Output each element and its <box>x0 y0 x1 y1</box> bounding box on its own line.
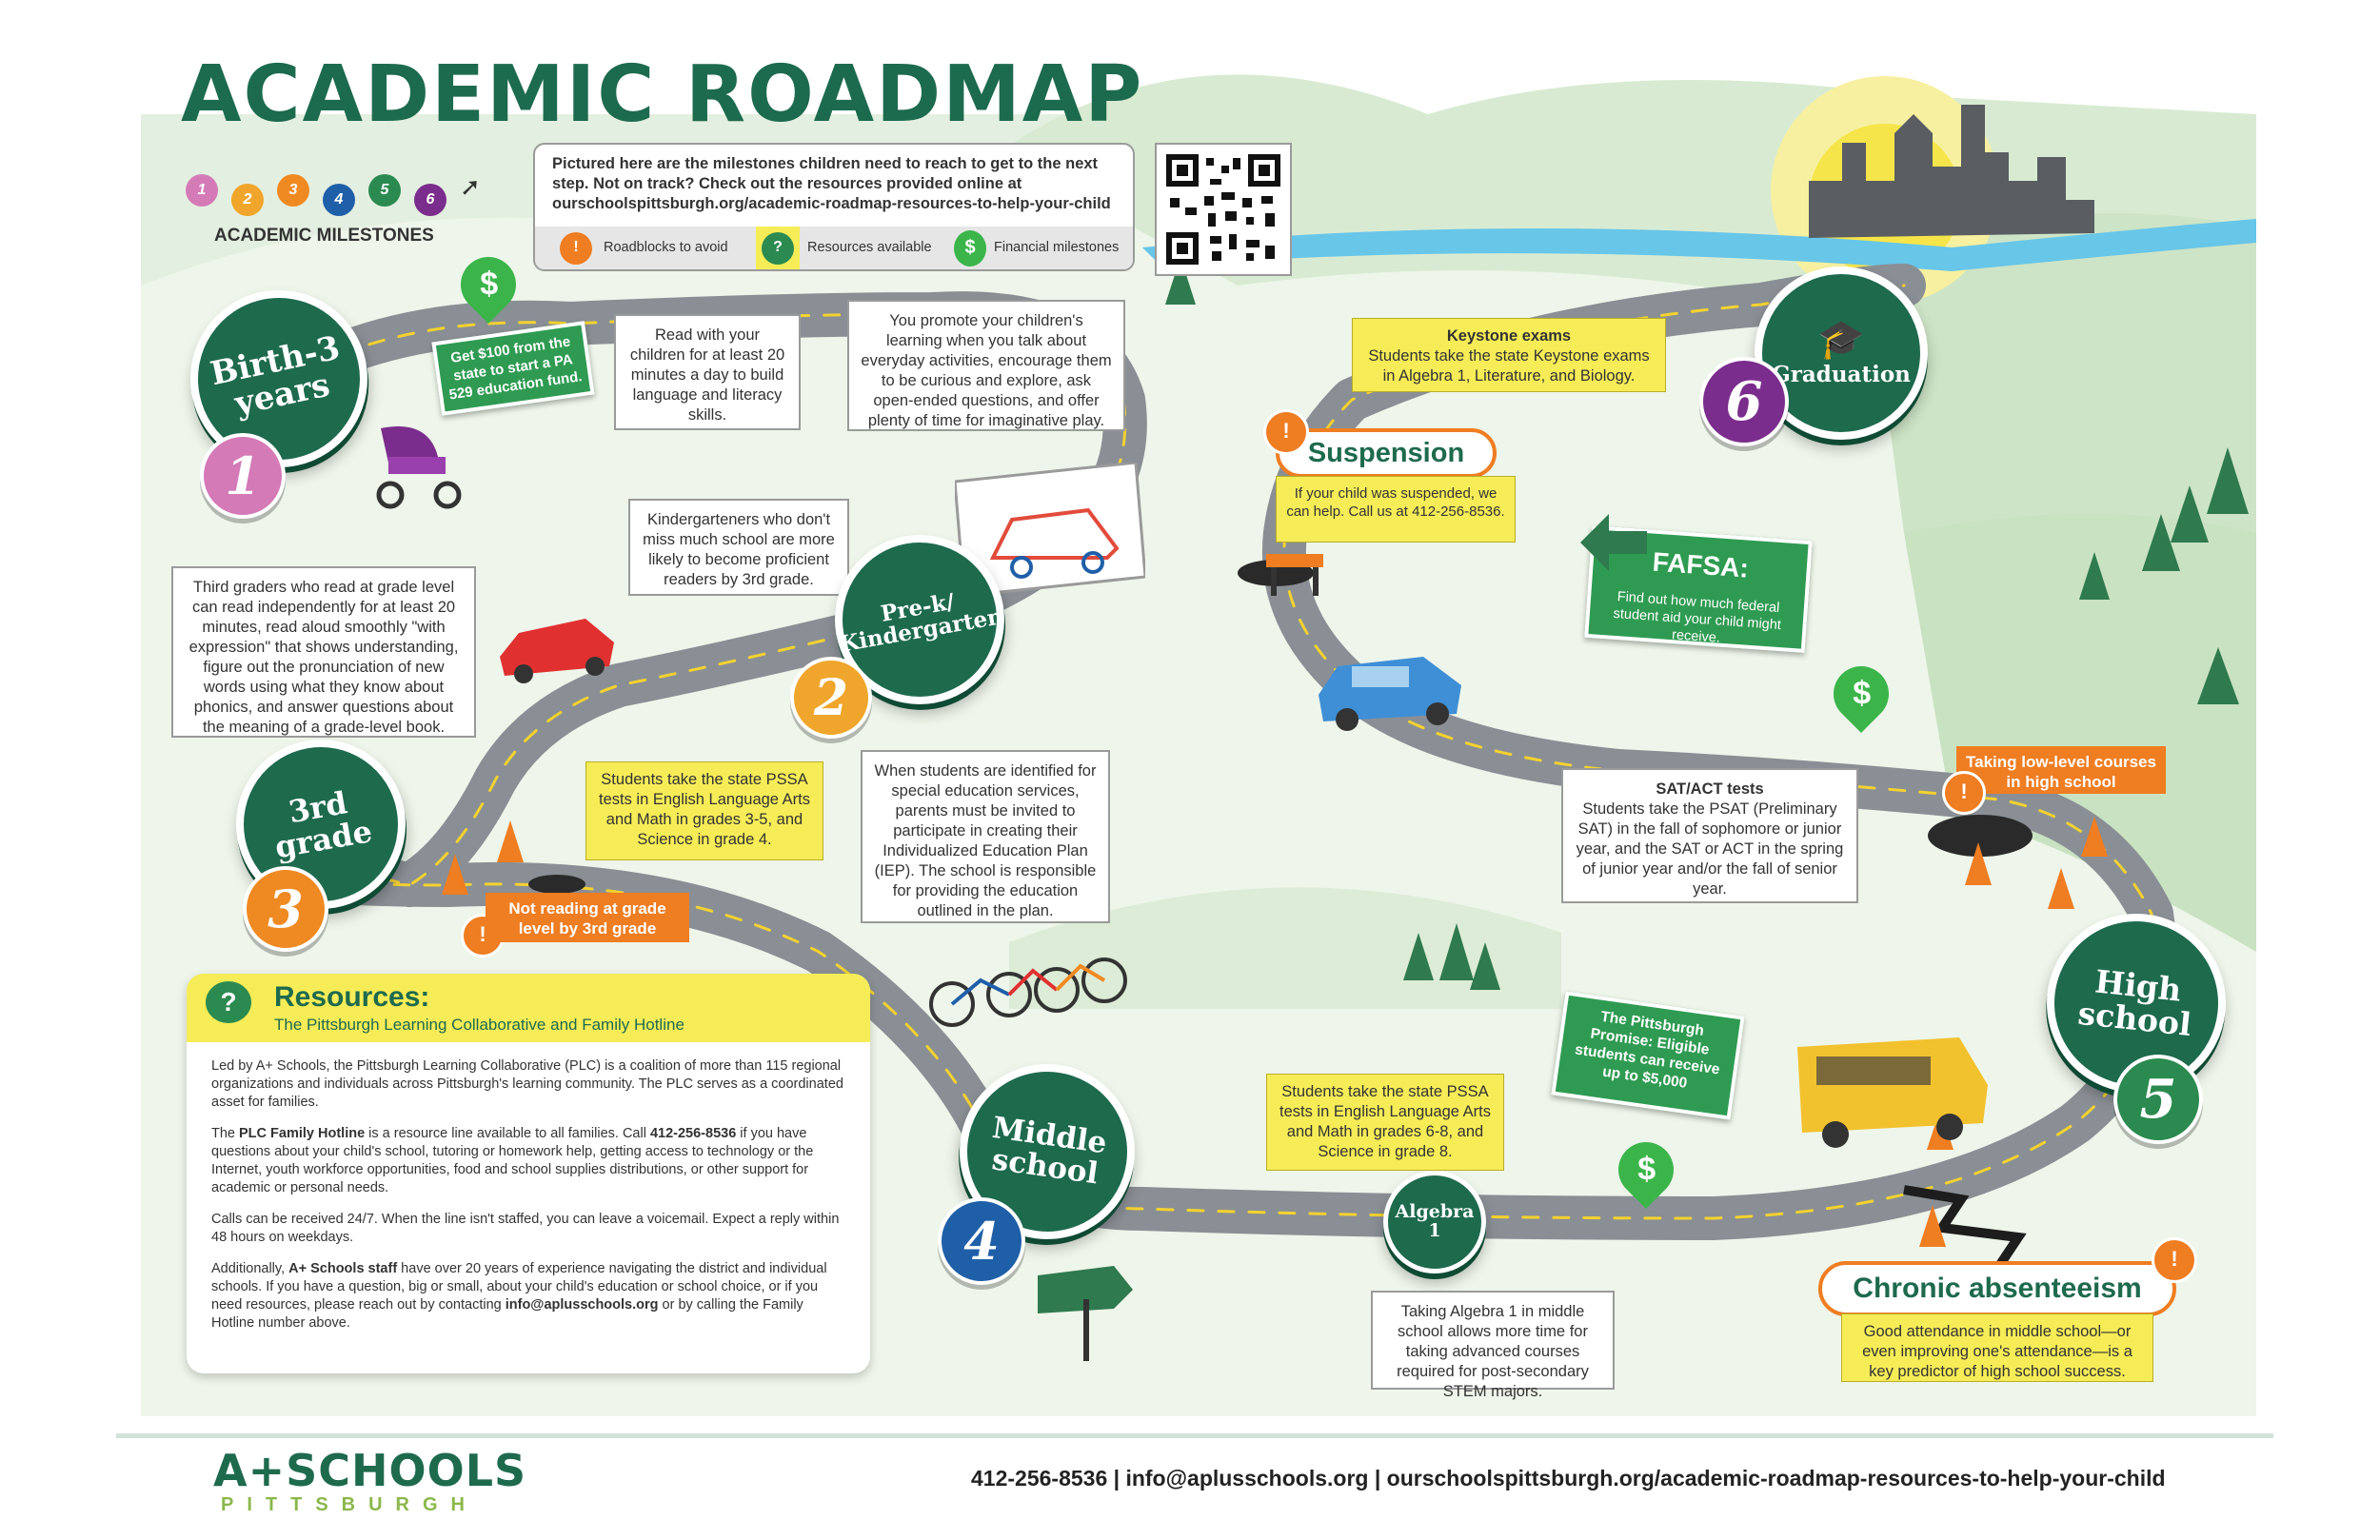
warning-icon: ! <box>1942 771 1986 815</box>
pothole-third <box>528 875 585 894</box>
resources-title: Resources: <box>274 981 430 1013</box>
milestone-legend: 1 2 3 4 5 6 ➚ <box>176 167 519 243</box>
warning-icon: ! <box>2152 1237 2197 1283</box>
intro-legend-row: ! Roadblocks to avoid ? Resources availa… <box>535 227 1133 269</box>
milestone-algebra-1: Algebra 1 <box>1383 1171 1486 1273</box>
fafsa-title: FAFSA: <box>1651 546 1750 583</box>
roadblock-low-level-courses: Taking low-level courses in high school <box>1956 746 2166 794</box>
dollar-icon: $ <box>1636 1151 1656 1188</box>
intro-box: Pictured here are the milestones childre… <box>533 143 1135 271</box>
graduation-cap-icon: 🎓 <box>1817 316 1865 362</box>
milestone-number-1: 1 <box>200 433 286 519</box>
milestone-number-5: 5 <box>2113 1055 2203 1144</box>
qr-code-icon <box>1166 154 1280 265</box>
resources-header: ? Resources: The Pittsburgh Learning Col… <box>187 974 870 1042</box>
arrow-back-icon <box>1580 514 1647 571</box>
dollar-icon: $ <box>954 230 986 267</box>
school-bus-icon <box>1797 1037 1988 1148</box>
legend-roadblocks: Roadblocks to avoid <box>604 240 728 255</box>
warning-icon: ! <box>560 232 592 265</box>
roadblock-not-reading: Not reading at grade level by 3rd grade <box>486 893 689 942</box>
legend-dot-2: 2 <box>231 184 264 216</box>
river <box>1142 219 2256 271</box>
resources-para-2: The PLC Family Hotline is a resource lin… <box>211 1126 814 1195</box>
legend-dot-3: 3 <box>277 174 309 207</box>
resources-body: Led by A+ Schools, the Pittsburgh Learni… <box>187 1042 870 1361</box>
graduation-label: Graduation <box>1772 361 1911 387</box>
milestone-number-6: 6 <box>1699 357 1789 446</box>
resources-para-3: Calls can be received 24/7. When the lin… <box>211 1212 840 1245</box>
footer-divider <box>116 1433 2273 1438</box>
legend-dot-1: 1 <box>186 174 218 207</box>
page-title: ACADEMIC ROADMAP <box>181 49 1144 140</box>
milestone-number-4: 4 <box>938 1197 1025 1285</box>
box-promote-learning: You promote your children's learning whe… <box>847 300 1125 431</box>
legend-financial: Financial milestones <box>994 240 1120 255</box>
legend-milestones-label: ACADEMIC MILESTONES <box>214 226 434 246</box>
question-bubble-icon: ? <box>206 981 251 1023</box>
legend-dot-5: 5 <box>368 174 401 207</box>
qr-code[interactable] <box>1155 143 1292 276</box>
box-third-graders: Third graders who read at grade level ca… <box>171 566 476 738</box>
question-icon: ? <box>762 232 794 265</box>
legend-dots: 1 2 3 4 5 6 ➚ <box>186 172 481 216</box>
box-read-with-children: Read with your children for at least 20 … <box>614 314 801 430</box>
traffic-cones <box>442 817 2108 1247</box>
aplus-schools-logo-sub: PITTSBURGH <box>221 1494 478 1515</box>
box-pssa-grades-3-5: Students take the state PSSA tests in En… <box>585 761 823 860</box>
box-sat-act-tests: SAT/ACT tests Students take the PSAT (Pr… <box>1561 768 1858 903</box>
milestone-number-3: 3 <box>243 866 328 952</box>
keystone-text: Students take the state Keystone exams i… <box>1368 347 1650 385</box>
arrow-right-icon: ➚ <box>460 172 481 201</box>
box-keystone-exams: Keystone exams Students take the state K… <box>1352 318 1666 392</box>
legend-dot-6: 6 <box>414 184 446 216</box>
bicycles-icon <box>929 958 1127 1027</box>
warning-icon: ! <box>1263 409 1309 455</box>
box-algebra-middle-school: Taking Algebra 1 in middle school allows… <box>1371 1291 1615 1400</box>
direction-sign-icon <box>1038 1266 1133 1361</box>
dollar-icon: $ <box>1852 675 1871 712</box>
aplus-schools-logo[interactable]: A+SCHOOLS <box>213 1445 527 1496</box>
blue-car-icon <box>1319 657 1461 731</box>
roadblock-barrier-icon <box>1266 554 1323 596</box>
stroller-icon <box>376 426 462 509</box>
keystone-title: Keystone exams <box>1446 327 1572 345</box>
hill-right-lower <box>1904 514 2256 952</box>
roadblock-suspension: Suspension <box>1276 428 1497 478</box>
box-suspension-help: If your child was suspended, we can help… <box>1276 476 1516 543</box>
city-skyline <box>1809 105 2094 238</box>
dollar-icon: $ <box>479 266 498 303</box>
legend-resources: Resources available <box>807 240 932 255</box>
box-special-education: When students are identified for special… <box>861 750 1110 923</box>
trees <box>1165 257 2249 990</box>
sat-title: SAT/ACT tests <box>1656 780 1764 798</box>
intro-text: Pictured here are the milestones childre… <box>552 155 1111 212</box>
red-toy-car-icon <box>500 619 614 683</box>
box-pssa-grades-6-8: Students take the state PSSA tests in En… <box>1266 1074 1504 1171</box>
box-kindergarteners: Kindergarteners who don't miss much scho… <box>628 499 849 596</box>
sat-text: Students take the PSAT (Preliminary SAT)… <box>1576 800 1844 898</box>
resources-panel: ? Resources: The Pittsburgh Learning Col… <box>187 974 870 1373</box>
resources-para-4: Additionally, A+ Schools staff have over… <box>211 1261 827 1331</box>
milestone-number-2: 2 <box>790 657 872 739</box>
footer-contact[interactable]: 412-256-8536 | info@aplusschools.org | o… <box>971 1466 2166 1491</box>
resources-para-1: Led by A+ Schools, the Pittsburgh Learni… <box>211 1058 843 1110</box>
pothole-right <box>1928 815 2033 857</box>
legend-dot-4: 4 <box>323 184 355 216</box>
roadblock-chronic-absenteeism: Chronic absenteeism <box>1818 1261 2176 1316</box>
box-chronic-absenteeism: Good attendance in middle school—or even… <box>1841 1313 2153 1382</box>
resources-subtitle: The Pittsburgh Learning Collaborative an… <box>274 1016 684 1034</box>
